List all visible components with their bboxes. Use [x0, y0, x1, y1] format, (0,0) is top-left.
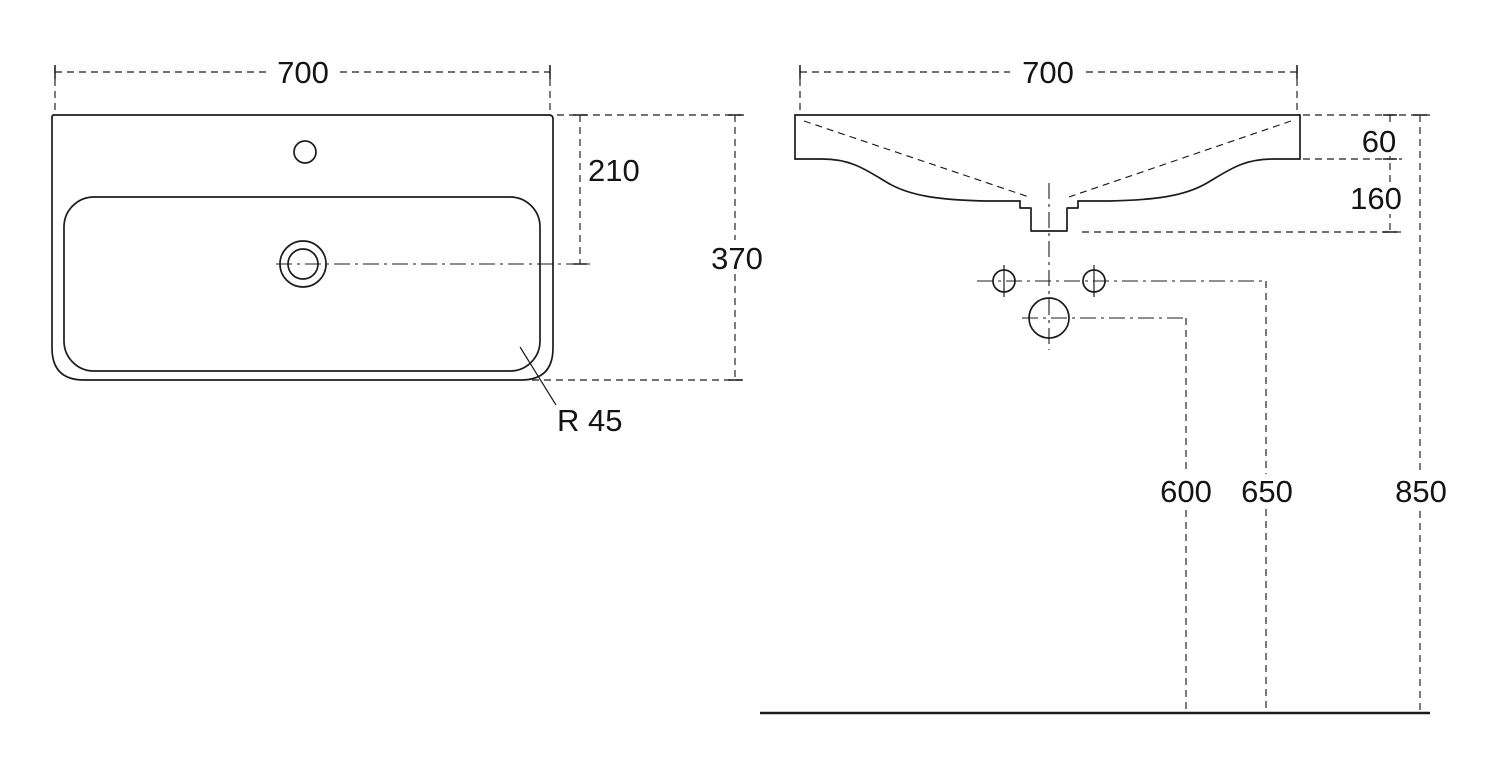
- label-bg: [1152, 474, 1220, 507]
- dim-label-height-850: 850: [1395, 474, 1447, 509]
- top-view-dimensions: [54, 64, 748, 381]
- front-view-dimensions: [799, 64, 1434, 712]
- drain-outlet: [1019, 200, 1079, 232]
- faucet-hole: [293, 140, 317, 164]
- label-bg: [1012, 56, 1084, 89]
- dim-label-front-width: 700: [1022, 55, 1074, 90]
- top-view: [51, 114, 590, 406]
- dimension-labels: 700 210 370 R 45 700 60 160 600 650 850: [268, 55, 1455, 509]
- label-bg: [1233, 474, 1301, 507]
- bowl-underside-left: [794, 158, 1021, 202]
- waste-hole: [1028, 297, 1070, 339]
- label-bg: [1342, 184, 1410, 214]
- hidden-bowl-slope-right: [1068, 120, 1292, 198]
- basin-outer-outline: [51, 114, 554, 381]
- front-view: [760, 114, 1430, 715]
- dim-label-outlet-depth: 160: [1350, 181, 1402, 216]
- dim-label-rim-height: 60: [1362, 124, 1396, 159]
- dim-label-corner-radius: R 45: [557, 403, 622, 438]
- label-bg: [705, 242, 769, 273]
- label-bg: [268, 56, 338, 89]
- label-bg: [1387, 474, 1455, 507]
- dim-label-top-width: 700: [277, 55, 329, 90]
- bowl-underside-right: [1077, 158, 1301, 202]
- basin-inner-bowl: [63, 196, 541, 372]
- dim-label-drain-offset: 210: [588, 153, 640, 188]
- hidden-bowl-slope-left: [803, 120, 1030, 198]
- dim-label-height-650: 650: [1241, 474, 1293, 509]
- label-bg: [1350, 126, 1408, 156]
- radius-leader-line: [519, 346, 557, 406]
- dim-label-height-600: 600: [1160, 474, 1212, 509]
- dim-label-depth: 370: [711, 241, 763, 276]
